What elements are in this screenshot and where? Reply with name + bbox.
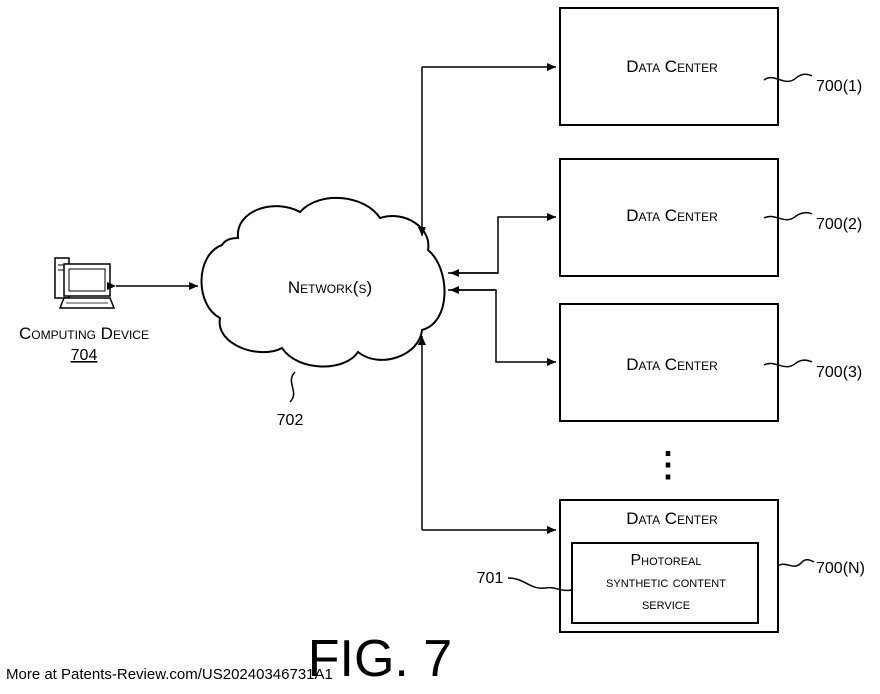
network-ref: 702	[277, 412, 304, 429]
network-cloud	[200, 196, 446, 368]
network-label: Network(s)	[288, 278, 372, 297]
service-label-line2: synthetic content	[606, 574, 726, 591]
data-center-n-label: Data Center	[626, 509, 718, 528]
data-center-2-ref: 700(2)	[816, 216, 862, 233]
data-center-n-ref: 700(N)	[816, 560, 865, 577]
connectors	[418, 63, 556, 534]
computing-device-label: Computing Device	[19, 324, 149, 343]
figure-label: FIG. 7	[308, 630, 452, 688]
service-ref: 701	[477, 570, 504, 587]
data-center-3-box	[559, 303, 779, 422]
data-center-1-ref: 700(1)	[816, 78, 862, 95]
service-label-line1: Photoreal	[631, 552, 702, 569]
ellipsis-icon: ⋮	[651, 446, 685, 484]
service-box	[571, 542, 759, 624]
data-center-1-box	[559, 7, 779, 126]
service-label-line3: service	[642, 596, 690, 613]
footer-source-text: More at Patents-Review.com/US20240346731…	[6, 666, 333, 683]
data-center-1-label: Data Center	[626, 57, 718, 76]
data-center-3-label: Data Center	[626, 355, 718, 374]
data-center-2-label: Data Center	[626, 206, 718, 225]
computer-icon	[54, 257, 116, 309]
data-center-3-ref: 700(3)	[816, 364, 862, 381]
computing-device-ref: 704	[71, 347, 98, 364]
